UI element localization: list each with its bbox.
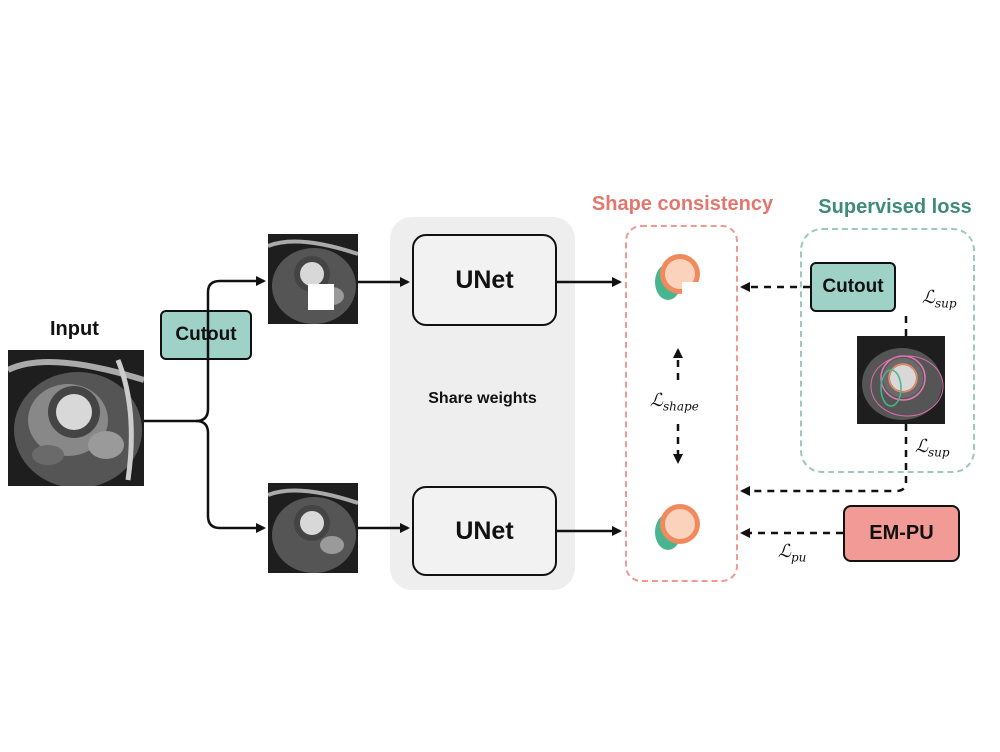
loss-pu-label: ℒpu (778, 541, 807, 565)
original-image-thumbnail (268, 483, 358, 573)
loss-sup-bottom-label: ℒsup (915, 436, 950, 460)
segmentation-output-top (655, 254, 702, 302)
supervised-loss-region (800, 228, 975, 473)
input-to-branch-arrow (144, 276, 266, 423)
shape-consistency-region (625, 225, 738, 582)
segmentation-output-bottom (655, 504, 700, 550)
ground-truth-label-image (857, 336, 945, 424)
input-mri-image (8, 350, 144, 486)
cutout-box-right: Cutout (810, 262, 896, 312)
augmented-image-thumbnail (268, 234, 358, 324)
unet-box-top: UNet (412, 234, 557, 326)
em-pu-box: EM-PU (843, 505, 960, 562)
loss-shape-label: ℒshape (650, 390, 699, 414)
shape-consistency-title: Shape consistency (591, 193, 774, 215)
supervised-loss-title: Supervised loss (818, 196, 972, 218)
label-to-output-arrow (740, 424, 908, 496)
input-to-lower-branch-arrow (195, 419, 266, 533)
unet-box-bottom: UNet (412, 486, 557, 576)
cutout-box-left: Cutout (160, 310, 252, 360)
input-label: Input (50, 318, 99, 340)
loss-sup-top-label: ℒsup (922, 287, 957, 311)
share-weights-label: Share weights (428, 390, 537, 407)
